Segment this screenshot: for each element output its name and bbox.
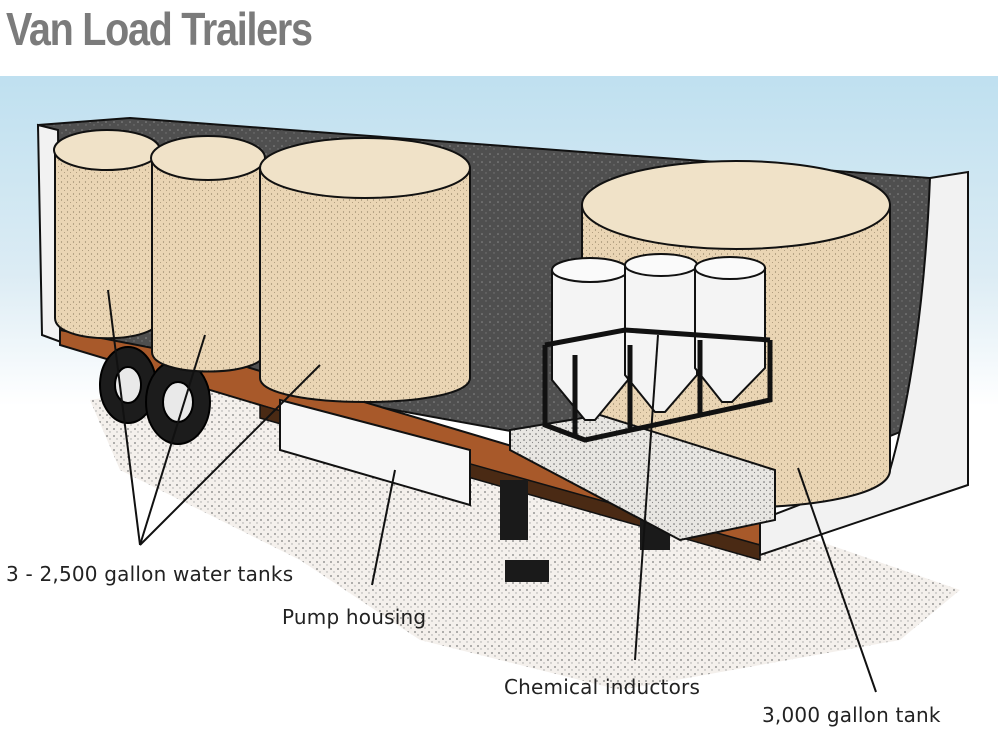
chemical-inductors-label: Chemical inductors (504, 675, 701, 699)
page-title: Van Load Trailers (6, 3, 313, 55)
large-tank-label: 3,000 gallon tank (762, 703, 941, 727)
water-tank-3 (259, 137, 471, 403)
inductor-frame (542, 327, 773, 443)
water-tank-1 (53, 129, 161, 340)
leader-lines (107, 289, 877, 693)
inductor-tank-1 (551, 257, 629, 421)
water-tanks-label: 3 - 2,500 gallon water tanks (6, 562, 294, 586)
trailer-rear-panel (759, 170, 969, 557)
water-tank-2 (150, 135, 266, 373)
pump-housing-label: Pump housing (282, 605, 427, 629)
inductor-tank-2 (624, 253, 698, 413)
pump-housing-box (279, 398, 471, 507)
inductor-tank-3 (694, 256, 766, 403)
